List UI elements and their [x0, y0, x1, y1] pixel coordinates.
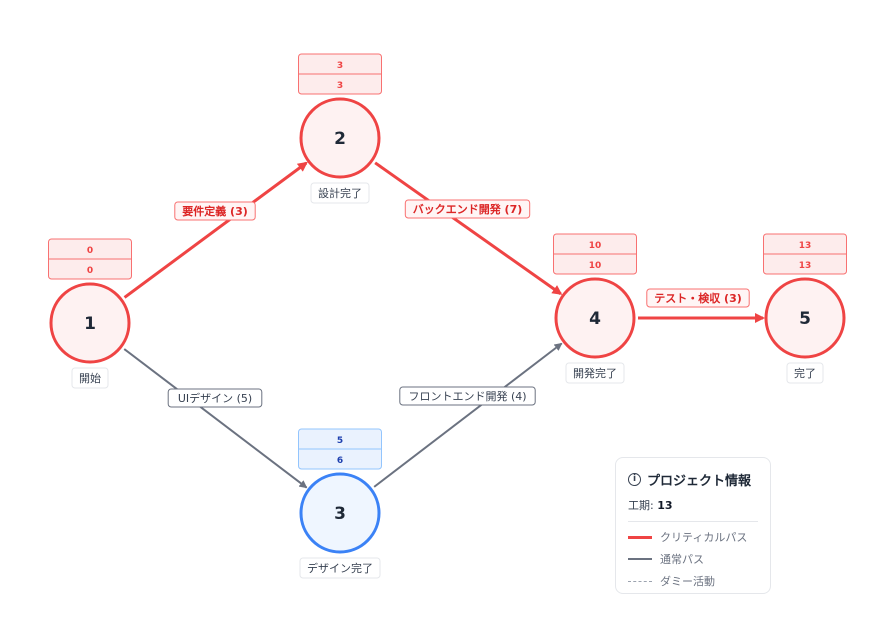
node-circle[interactable] — [299, 97, 381, 179]
project-info-panel: i プロジェクト情報 工期: 13 クリティカルパス 通常パス ダミー活動 — [615, 457, 771, 594]
svg-text:フロントエンド開発 (4): フロントエンド開発 (4) — [408, 389, 526, 403]
node-circle[interactable] — [764, 277, 846, 359]
edge-label: バックエンド開発 (7) — [404, 199, 531, 219]
svg-text:デザイン完了: デザイン完了 — [307, 561, 373, 575]
normal-swatch — [628, 558, 652, 560]
edge-1-3: UIデザイン (5) — [123, 348, 308, 489]
node-label: 開発完了 — [565, 362, 625, 384]
node-number: 3 — [334, 504, 346, 524]
edge-line — [123, 161, 308, 299]
edge-label: 要件定義 (3) — [174, 201, 256, 221]
node-circle[interactable] — [49, 282, 131, 364]
edge-3-4: フロントエンド開発 (4) — [373, 342, 563, 488]
critical-swatch — [628, 535, 652, 539]
earliest-time: 5 — [337, 436, 343, 446]
node-5[interactable]: 5 13 13 完了 — [763, 233, 847, 384]
earliest-time: 3 — [337, 61, 343, 71]
time-box: 00 — [48, 238, 132, 280]
node-label: 開始 — [71, 367, 109, 389]
edge-line — [374, 161, 563, 296]
time-box: 56 — [298, 428, 382, 470]
edge-label: テスト・検収 (3) — [646, 288, 750, 308]
svg-text:テスト・検収 (3): テスト・検収 (3) — [654, 291, 742, 305]
edge-4-5: テスト・検収 (3) — [638, 288, 765, 323]
legend-title: プロジェクト情報 — [647, 474, 752, 489]
earliest-time: 0 — [87, 246, 93, 256]
latest-time: 6 — [337, 456, 343, 466]
svg-text:開始: 開始 — [79, 371, 101, 385]
edge-1-2: 要件定義 (3) — [123, 161, 308, 299]
time-box: 13 13 — [763, 233, 847, 275]
info-icon: i — [628, 473, 641, 486]
node-number: 4 — [589, 309, 601, 329]
latest-time: 3 — [337, 81, 343, 91]
legend-normal: 通常パス — [628, 548, 758, 570]
divider — [628, 521, 758, 522]
svg-text:開発完了: 開発完了 — [573, 366, 617, 380]
edge-label: UIデザイン (5) — [167, 388, 263, 408]
latest-time: 13 — [799, 261, 812, 271]
edge-line — [373, 342, 563, 488]
svg-text:バックエンド開発 (7): バックエンド開発 (7) — [413, 202, 523, 216]
time-box: 33 — [298, 53, 382, 95]
edge-2-4: バックエンド開発 (7) — [374, 161, 563, 296]
node-label: デザイン完了 — [299, 557, 381, 579]
node-label: 設計完了 — [310, 182, 370, 204]
latest-time: 0 — [87, 266, 93, 276]
node-circle[interactable] — [299, 472, 381, 554]
edge-label: フロントエンド開発 (4) — [399, 386, 536, 406]
edge-line — [123, 348, 308, 489]
node-number: 1 — [84, 314, 96, 334]
svg-text:設計完了: 設計完了 — [318, 186, 362, 200]
node-number: 5 — [799, 309, 811, 329]
node-number: 2 — [334, 129, 346, 149]
latest-time: 10 — [589, 261, 602, 271]
dummy-swatch — [628, 580, 652, 582]
svg-text:要件定義 (3): 要件定義 (3) — [182, 204, 248, 218]
svg-text:完了: 完了 — [794, 366, 816, 380]
time-box: 10 10 — [553, 233, 637, 275]
earliest-time: 13 — [799, 241, 812, 251]
svg-text:UIデザイン (5): UIデザイン (5) — [178, 391, 252, 405]
project-duration: 工期: 13 — [628, 499, 673, 512]
node-circle[interactable] — [554, 277, 636, 359]
node-label: 完了 — [786, 362, 824, 384]
node-4[interactable]: 4 10 10 開発完了 — [553, 233, 637, 384]
earliest-time: 10 — [589, 241, 602, 251]
legend-critical: クリティカルパス — [628, 526, 758, 548]
legend-dummy: ダミー活動 — [628, 570, 758, 592]
